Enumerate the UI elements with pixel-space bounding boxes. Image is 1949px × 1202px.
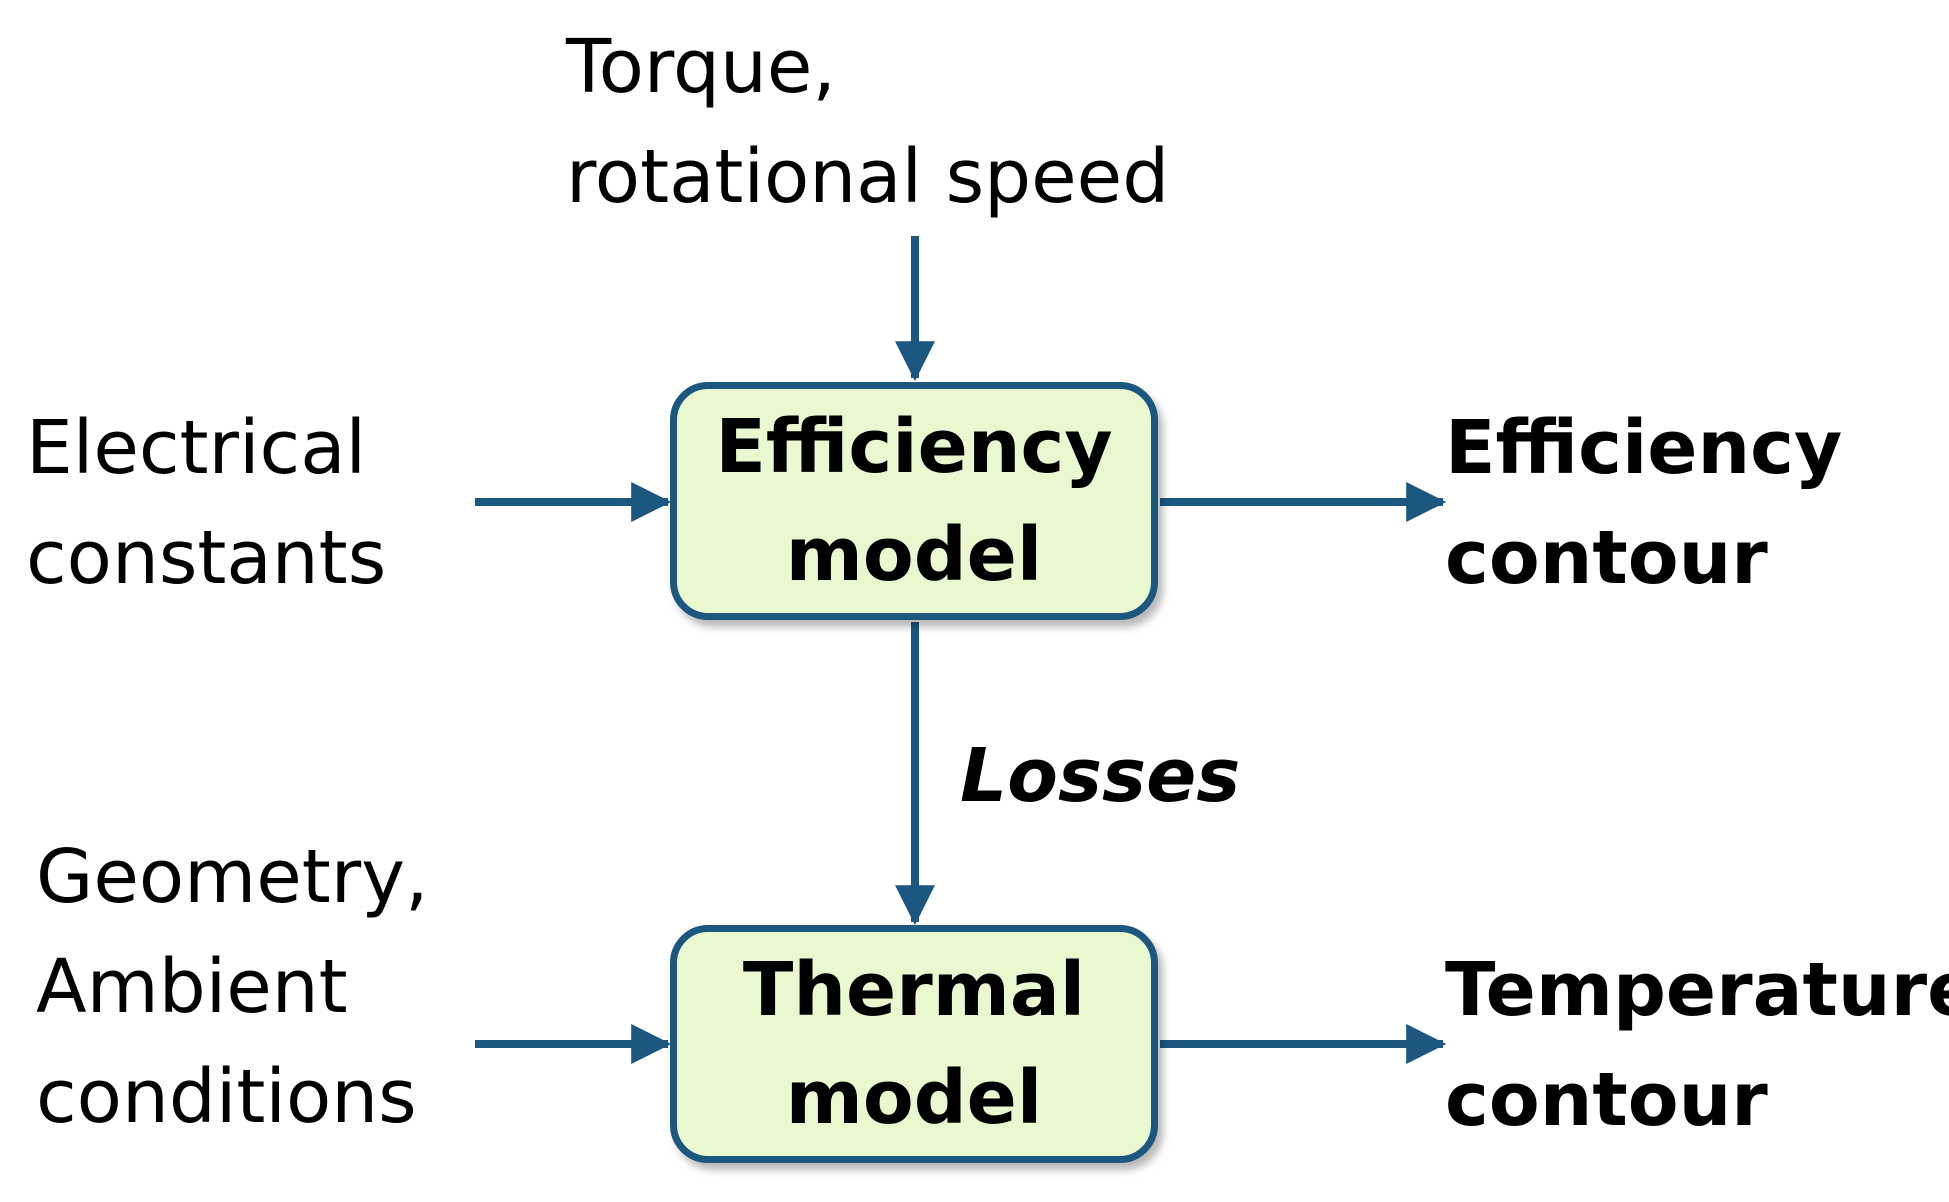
input-electrical-line-1: Electrical: [26, 405, 367, 491]
output-temperature-line-1: Temperature: [1445, 947, 1949, 1033]
input-electrical-constants: Electrical constants: [26, 393, 386, 613]
output-temperature-contour: Temperature contour: [1445, 935, 1949, 1155]
efficiency-model-box: Efficiency model: [670, 382, 1158, 620]
input-geometry-ambient: Geometry, Ambient conditions: [36, 822, 429, 1152]
output-efficiency-line-2: contour: [1445, 515, 1768, 601]
efficiency-model-line-2: model: [785, 512, 1043, 598]
thermal-model-line-1: Thermal: [742, 947, 1086, 1033]
input-torque-speed-line-1: Torque,: [566, 24, 836, 110]
losses-label: Losses: [960, 733, 1241, 819]
output-efficiency-contour: Efficiency contour: [1445, 393, 1842, 613]
input-geometry-line-1: Geometry,: [36, 834, 429, 920]
efficiency-model-line-1: Efficiency: [715, 404, 1113, 490]
input-geometry-line-3: conditions: [36, 1054, 417, 1140]
input-torque-speed-line-2: rotational speed: [566, 134, 1170, 220]
thermal-model-line-2: model: [785, 1055, 1043, 1141]
input-electrical-line-2: constants: [26, 515, 387, 601]
output-temperature-line-2: contour: [1445, 1057, 1768, 1143]
thermal-model-box: Thermal model: [670, 925, 1158, 1163]
input-geometry-line-2: Ambient: [36, 944, 348, 1030]
output-efficiency-line-1: Efficiency: [1445, 405, 1843, 491]
input-torque-speed: Torque, rotational speed: [566, 12, 1169, 232]
